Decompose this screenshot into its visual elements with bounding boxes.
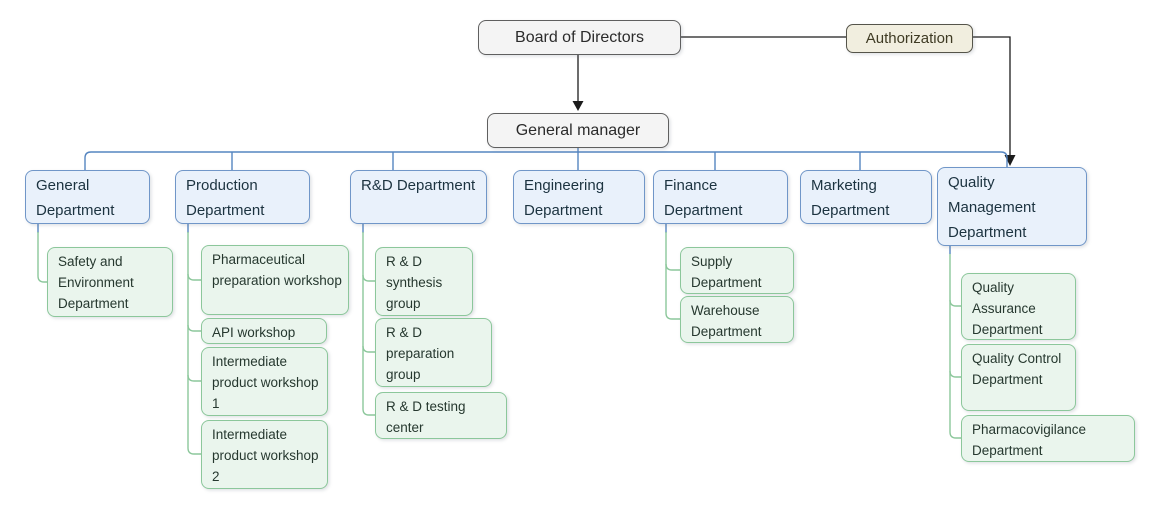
node-safety-environment-department: Safety and Environment Department	[47, 247, 173, 317]
authorization-to-quality-connector	[973, 36, 1011, 156]
node-pharmaceutical-preparation-workshop: Pharmaceutical preparation workshop	[201, 245, 349, 315]
arrowhead-to-quality-management	[1004, 155, 1016, 166]
node-quality-control-department: Quality Control Department	[961, 344, 1076, 411]
node-rd-synthesis-group: R & D synthesis group	[375, 247, 473, 316]
node-marketing-department: Marketing Department	[800, 170, 932, 224]
node-authorization: Authorization	[846, 24, 973, 53]
manager-department-rail	[37, 148, 1008, 254]
node-quality-management-department: Quality Management Department	[937, 167, 1087, 246]
node-general-department: General Department	[25, 170, 150, 224]
node-warehouse-department: Warehouse Department	[680, 296, 794, 343]
node-rd-testing-center: R & D testing center	[375, 392, 507, 439]
node-intermediate-product-workshop-2: Intermediate product workshop 2	[201, 420, 328, 489]
node-rd-department: R&D Department	[350, 170, 487, 224]
node-production-department: Production Department	[175, 170, 310, 224]
node-general-manager: General manager	[487, 113, 669, 148]
arrowhead-to-general-manager	[572, 101, 584, 111]
node-supply-department: Supply Department	[680, 247, 794, 294]
node-quality-assurance-department: Quality Assurance Department	[961, 273, 1076, 340]
node-rd-preparation-group: R & D preparation group	[375, 318, 492, 387]
node-pharmacovigilance-department: Pharmacovigilance Department	[961, 415, 1135, 462]
node-finance-department: Finance Department	[653, 170, 788, 224]
node-intermediate-product-workshop-1: Intermediate product workshop 1	[201, 347, 328, 416]
node-api-workshop: API workshop	[201, 318, 327, 344]
board-to-manager-connector	[577, 36, 1011, 156]
node-engineering-department: Engineering Department	[513, 170, 645, 224]
node-board-of-directors: Board of Directors	[478, 20, 681, 55]
sub-department-connectors	[37, 232, 961, 455]
